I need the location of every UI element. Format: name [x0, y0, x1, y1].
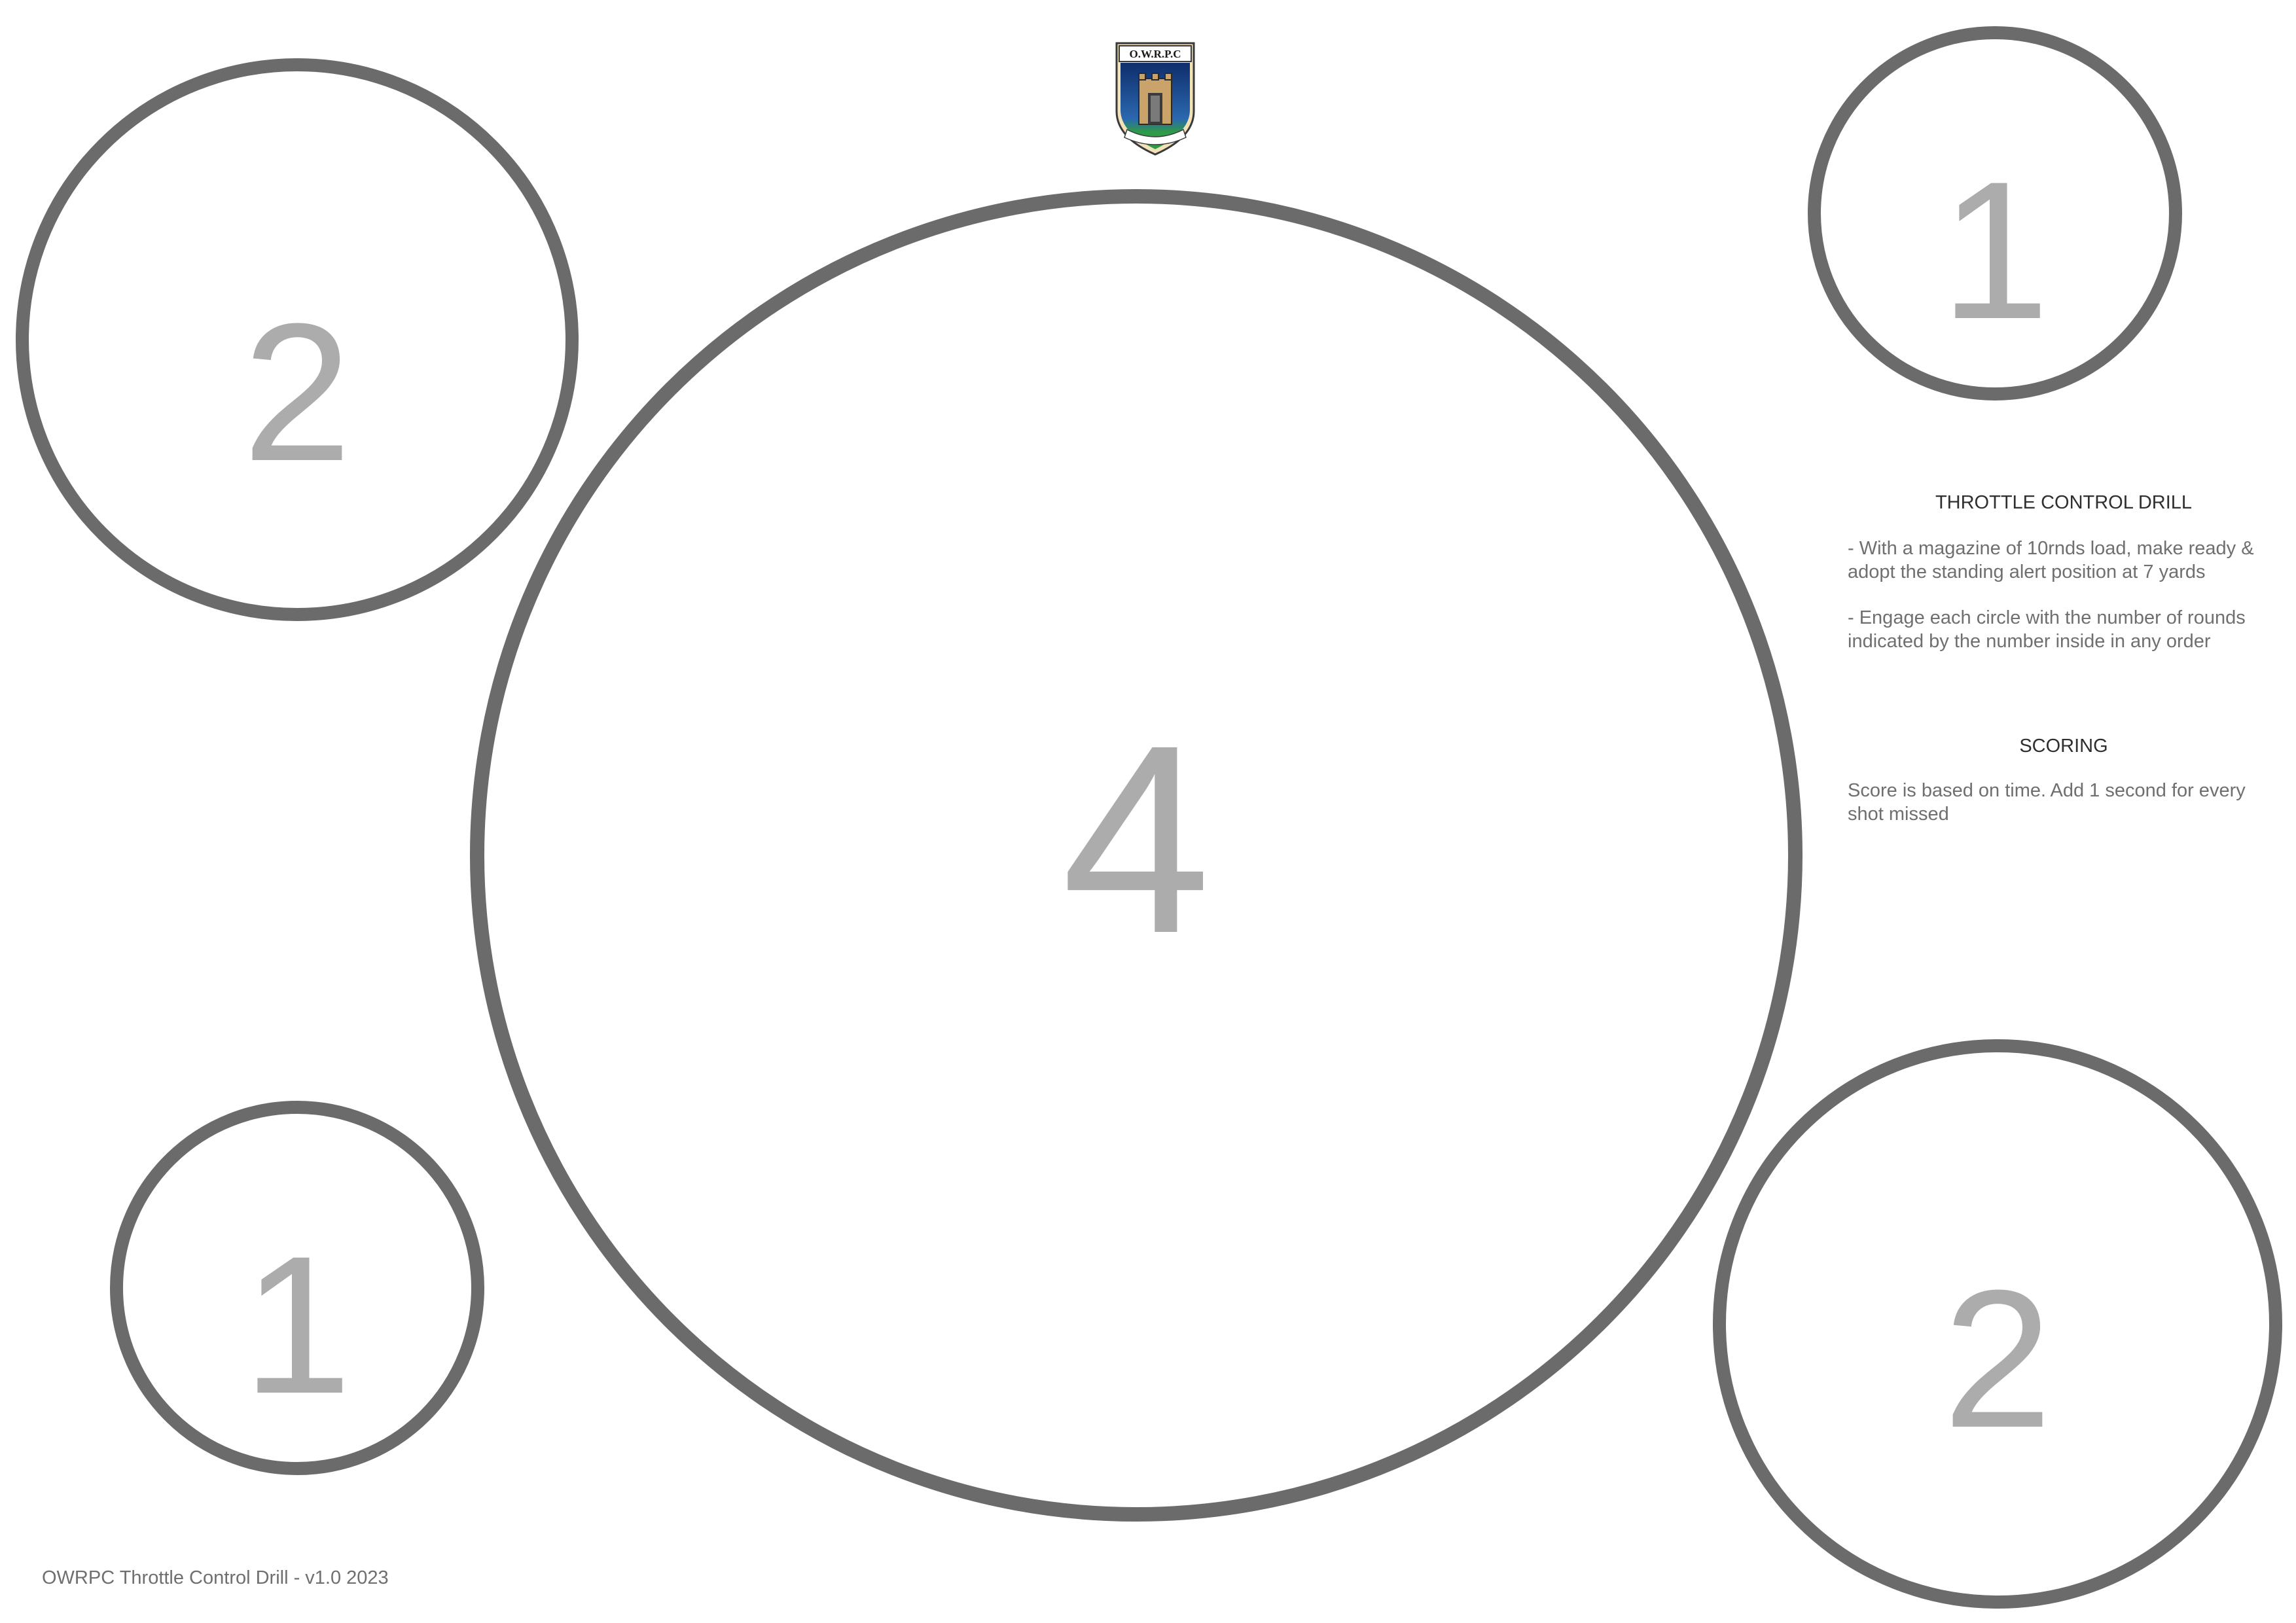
target-number: 4 [1061, 689, 1211, 989]
svg-text:O.W.R.P.C: O.W.R.P.C [1129, 48, 1181, 60]
footer-version: OWRPC Throttle Control Drill - v1.0 2023 [42, 1567, 389, 1588]
instruction-step-1: - With a magazine of 10rnds load, make r… [1848, 538, 2254, 582]
instruction-step-2: - Engage each circle with the number of … [1848, 607, 2246, 652]
target-circle-center: 4 [470, 189, 1803, 1522]
target-number: 2 [242, 282, 352, 502]
target-circle-right-bottom: 2 [1713, 1039, 2282, 1609]
scoring-title: SCORING [2019, 736, 2108, 757]
instructions-panel: THROTTLE CONTROL DRILL - With a magazine… [1848, 491, 2280, 826]
drill-title: THROTTLE CONTROL DRILL [1935, 492, 2193, 513]
scoring-text: Score is based on time. Add 1 second for… [1848, 780, 2246, 825]
target-number: 2 [1943, 1249, 2053, 1469]
target-number: 1 [242, 1215, 352, 1435]
crest-logo: O.W.R.P.C [1115, 42, 1195, 156]
target-circle-right-top: 1 [1808, 26, 2182, 401]
target-circle-left-bottom: 1 [110, 1101, 484, 1475]
target-number: 1 [1940, 140, 2050, 360]
target-circle-left-top: 2 [16, 58, 579, 621]
